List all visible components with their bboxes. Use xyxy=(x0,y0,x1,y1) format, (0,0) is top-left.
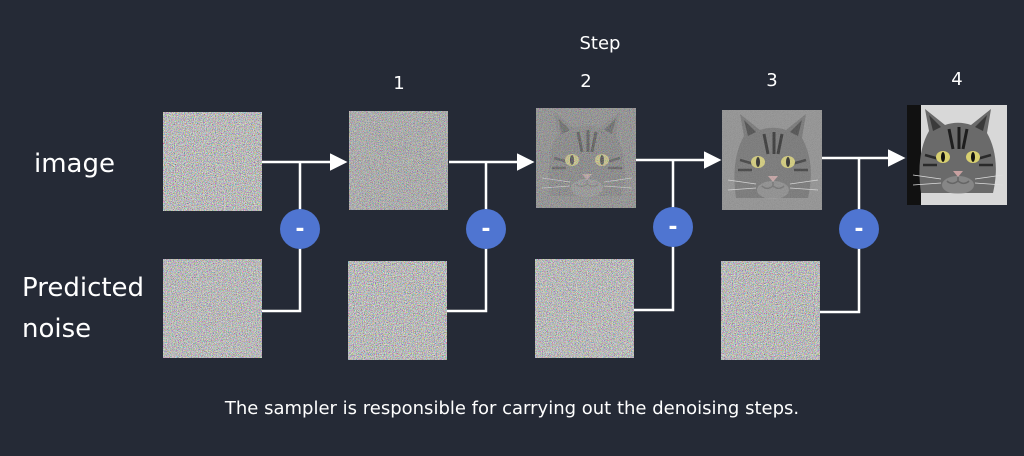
minus-operator-2: - xyxy=(466,209,506,249)
image-step-2 xyxy=(536,108,636,208)
row-label-noise: noise xyxy=(22,314,91,344)
predicted-noise-1 xyxy=(163,259,262,358)
step-header: Step xyxy=(580,33,621,54)
image-step-3 xyxy=(722,110,822,210)
caption: The sampler is responsible for carrying … xyxy=(224,398,800,419)
step-number-2: 2 xyxy=(580,71,591,92)
row-label-image: image xyxy=(34,149,115,179)
minus-symbol-3: - xyxy=(668,215,677,240)
minus-symbol-4: - xyxy=(854,217,863,242)
predicted-noise-2 xyxy=(348,261,447,360)
step-number-1: 1 xyxy=(393,73,404,94)
minus-symbol-2: - xyxy=(481,217,490,242)
row-label-predicted: Predicted xyxy=(22,273,144,303)
minus-symbol-1: - xyxy=(295,217,304,242)
minus-operator-3: - xyxy=(653,207,693,247)
image-final xyxy=(907,105,1007,205)
step-number-3: 3 xyxy=(766,70,777,91)
predicted-noise-4 xyxy=(721,261,820,360)
step-number-4: 4 xyxy=(951,69,962,90)
predicted-noise-3 xyxy=(535,259,634,358)
minus-operator-4: - xyxy=(839,209,879,249)
image-initial-noise xyxy=(163,112,262,211)
minus-operator-1: - xyxy=(280,209,320,249)
image-step-1 xyxy=(349,111,448,210)
